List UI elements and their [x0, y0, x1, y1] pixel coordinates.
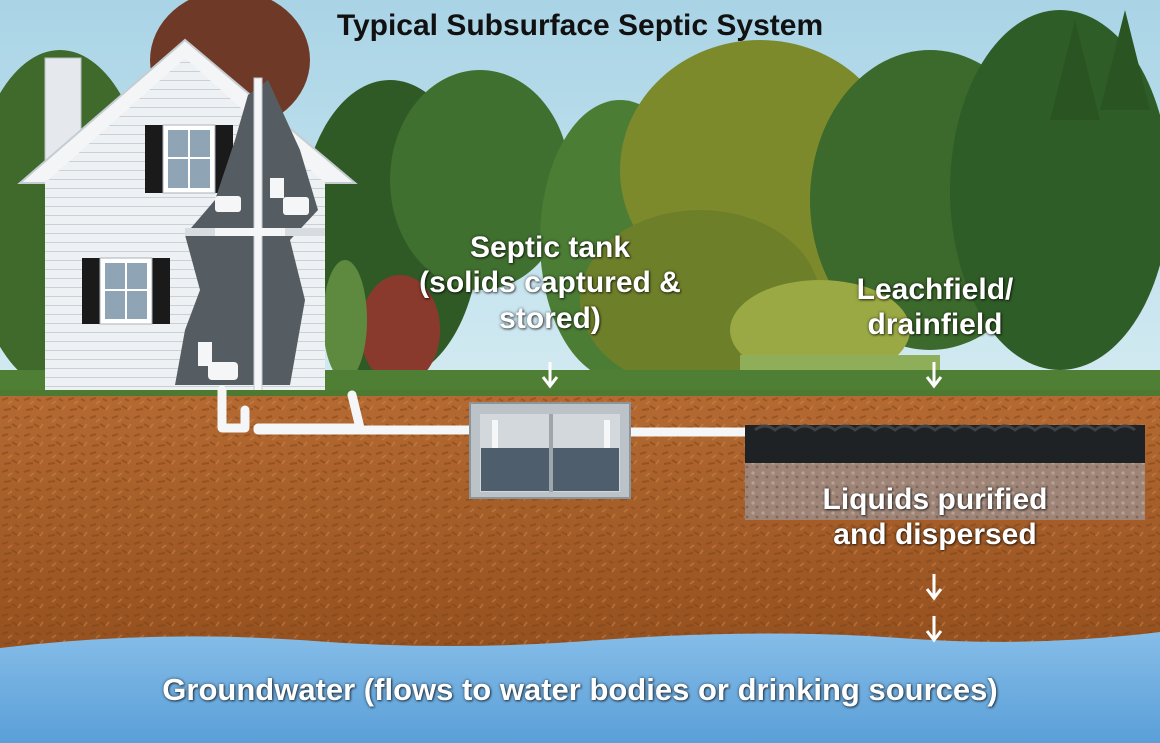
septic-tank-label-line-2: (solids captured & — [380, 265, 720, 300]
leachfield-arrow-icon — [924, 360, 944, 390]
septic-tank-label-line-3: stored) — [380, 301, 720, 336]
septic-tank-label-line-1: Septic tank — [380, 230, 720, 265]
septic-tank — [470, 403, 630, 498]
leachfield-label-line-1: Leachfield/ — [800, 272, 1070, 307]
liquids-label-line-2: and dispersed — [770, 517, 1100, 552]
leachfield-label: Leachfield/ drainfield — [800, 272, 1070, 343]
liquids-label: Liquids purified and dispersed — [770, 482, 1100, 553]
groundwater-label: Groundwater (flows to water bodies or dr… — [40, 672, 1120, 709]
liquids-arrow-icon — [924, 572, 944, 602]
diagram-title: Typical Subsurface Septic System — [230, 8, 930, 43]
groundwater-arrow-icon — [924, 614, 944, 644]
septic-tank-arrow-icon — [540, 360, 560, 390]
septic-tank-label: Septic tank (solids captured & stored) — [380, 230, 720, 336]
liquids-label-line-1: Liquids purified — [770, 482, 1100, 517]
leachfield-label-line-2: drainfield — [800, 307, 1070, 342]
